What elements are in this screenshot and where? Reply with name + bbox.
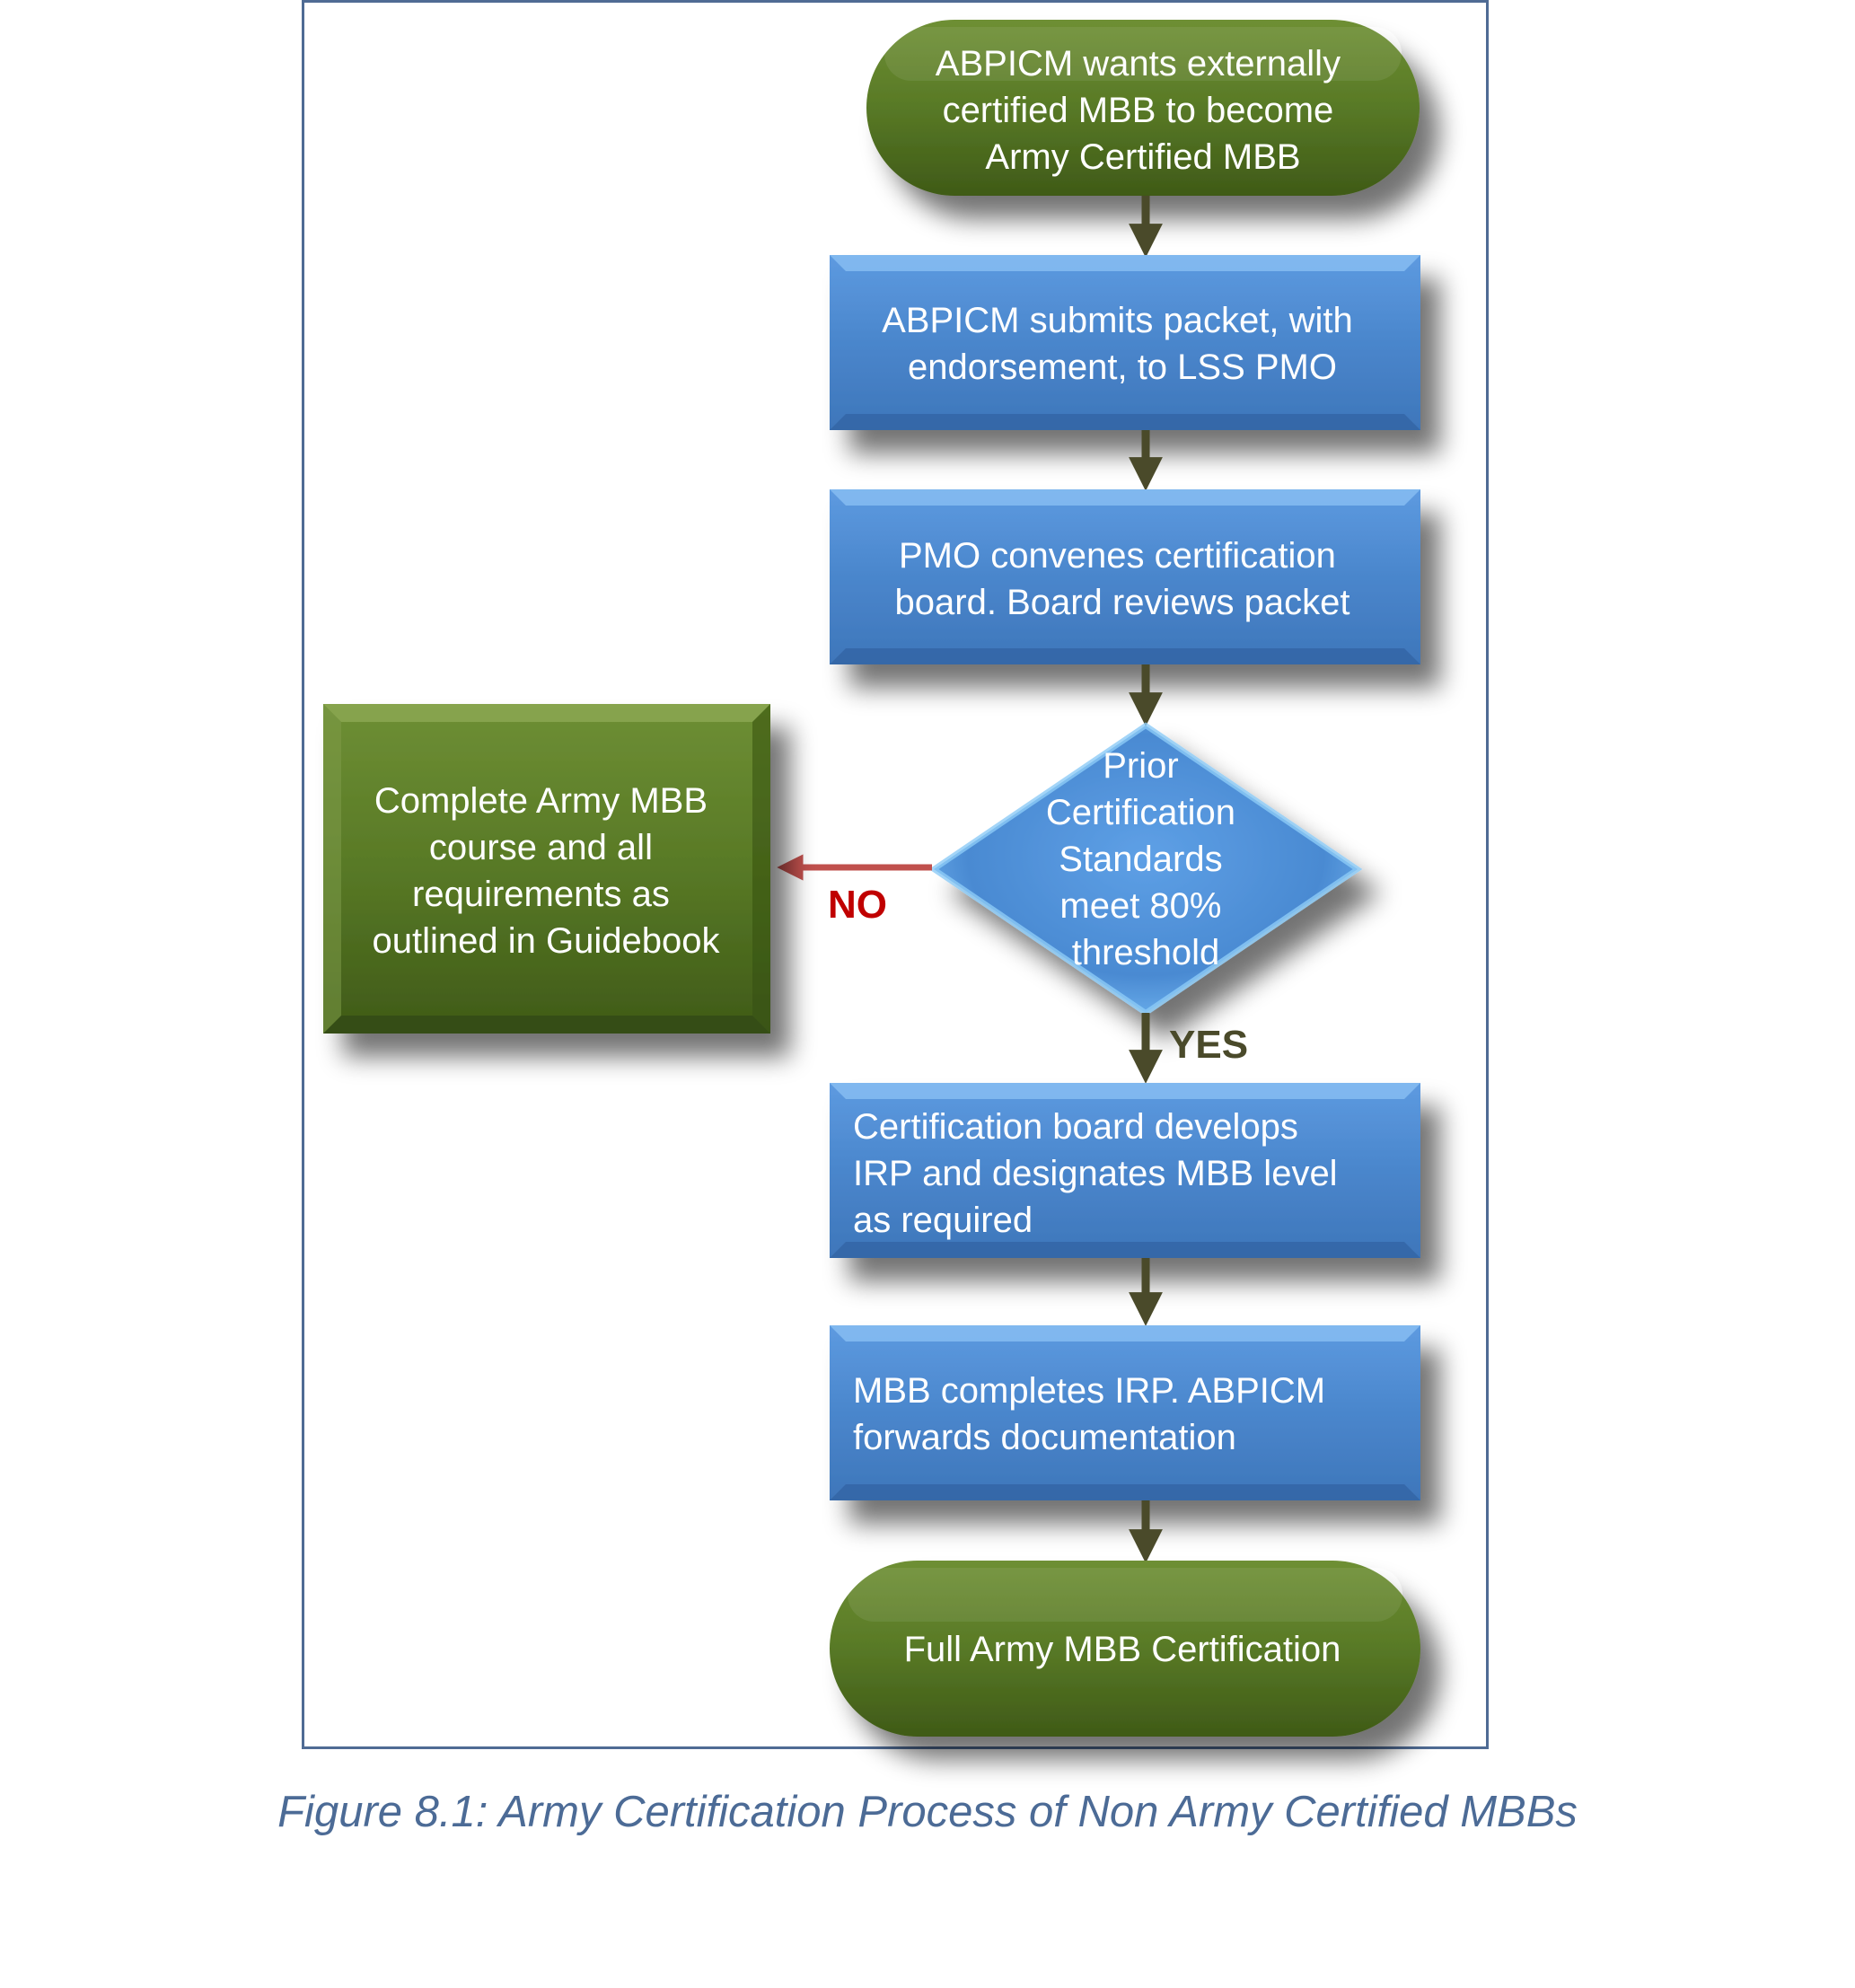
start-line-3: Army Certified MBB [985,137,1300,177]
end-line-1: Full Army MBB Certification [904,1630,1341,1669]
step-complete-box [830,1325,1420,1500]
step-complete-text: MBB completes IRP. ABPICM forwards docum… [853,1371,1335,1457]
label-no: NO [828,883,887,927]
step-submit-box [830,255,1420,430]
step-complete-line-1: MBB completes IRP. ABPICM [853,1371,1325,1411]
no-branch-line-4: outlined in Guidebook [373,921,721,961]
start-line-1: ABPICM wants externally [936,44,1341,84]
step-irp-text: Certification board develops IRP and des… [853,1107,1348,1240]
no-branch-line-1: Complete Army MBB [374,781,708,821]
decision-line-1: Prior [1103,746,1178,786]
start-line-2: certified MBB to become [943,91,1334,130]
figure-caption: Figure 8.1: Army Certification Process o… [277,1788,1578,1836]
label-yes: YES [1169,1023,1248,1067]
no-branch-line-2: course and all [429,828,653,867]
step-irp-line-3: as required [853,1201,1033,1240]
start-text: ABPICM wants externally certified MBB to… [936,44,1350,177]
step-irp-line-2: IRP and designates MBB level [853,1154,1338,1193]
step-submit-text: ABPICM submits packet, with endorsement,… [882,301,1363,387]
decision-line-5: threshold [1072,933,1220,972]
start-terminator [866,20,1420,196]
no-branch-line-3: requirements as [412,875,670,914]
end-terminator [830,1561,1420,1737]
decision-line-2: Certification [1046,793,1235,832]
decision-line-3: Standards [1059,840,1222,879]
step-board-text: PMO convenes certification board. Board … [895,536,1350,622]
decision-line-4: meet 80% [1059,886,1221,926]
step-board-line-1: PMO convenes certification [899,536,1336,576]
no-branch-box [323,704,770,1034]
step-board-box [830,489,1420,664]
decision-text: Prior Certification Standards meet 80% t… [1046,746,1245,972]
step-board-line-2: board. Board reviews packet [895,583,1350,622]
step-submit-line-1: ABPICM submits packet, with [882,301,1353,340]
step-complete-line-2: forwards documentation [853,1418,1236,1457]
step-irp-line-1: Certification board develops [853,1107,1298,1147]
step-irp-box [830,1083,1420,1258]
step-submit-line-2: endorsement, to LSS PMO [908,347,1337,387]
end-text: Full Army MBB Certification [904,1630,1341,1669]
no-branch-text: Complete Army MBB course and all require… [373,781,721,961]
